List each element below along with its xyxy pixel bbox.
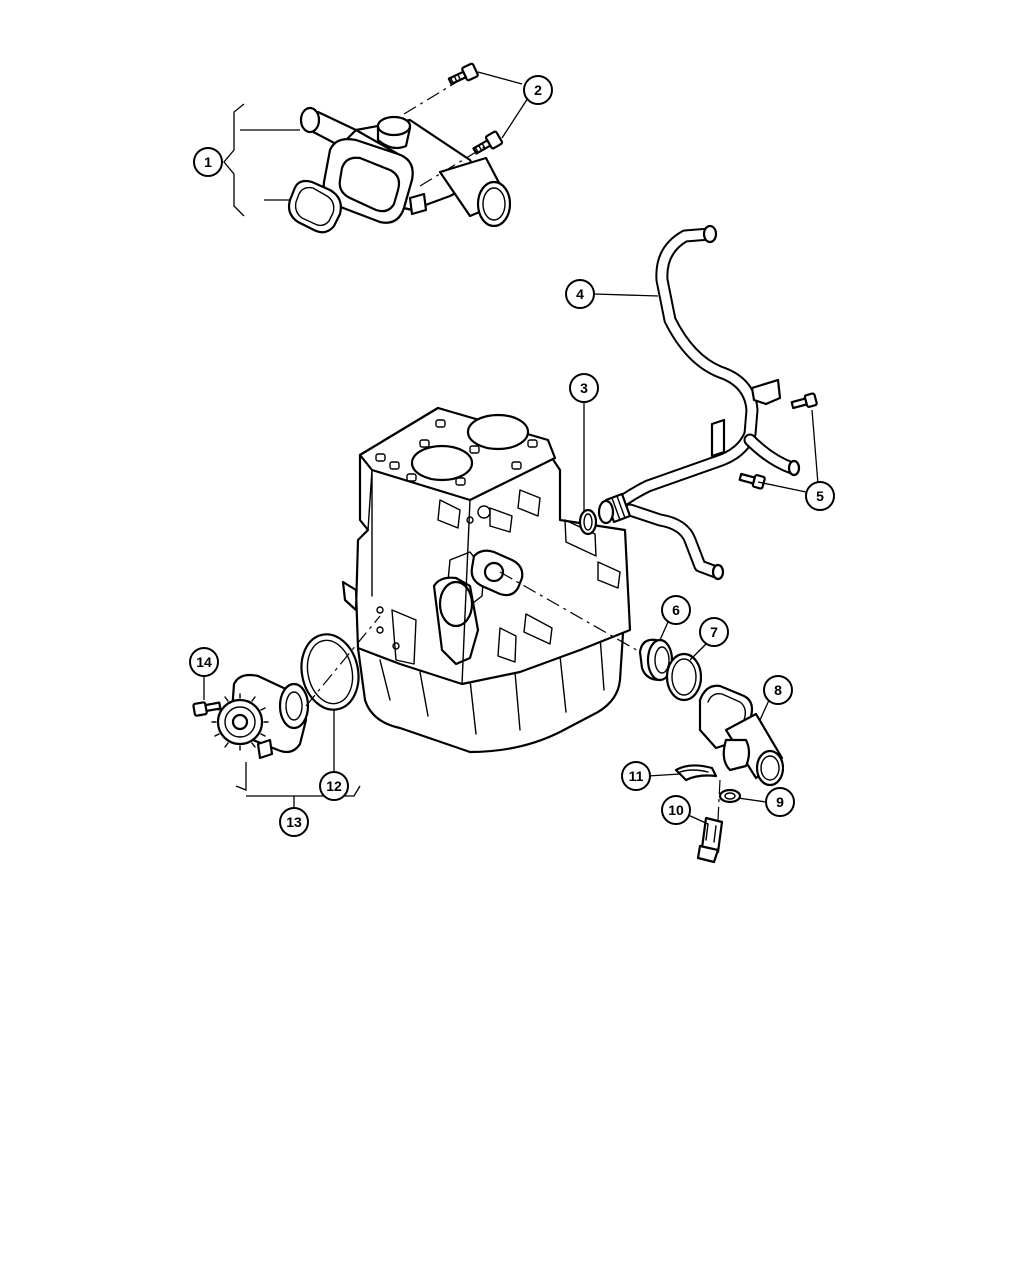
callout-5: 5 [805,481,835,511]
pipe-o-ring [578,508,598,536]
callout-7: 7 [699,617,729,647]
callout-3: 3 [569,373,599,403]
engine-block [341,406,632,754]
callout-6-label: 6 [672,602,680,618]
leader-lines [203,71,819,825]
callout-2-label: 2 [534,82,542,98]
callout-5-label: 5 [816,488,824,504]
temperature-sensor [696,816,724,864]
water-pump [211,673,310,760]
callout-1: 1 [193,147,223,177]
callout-14-label: 14 [196,654,212,670]
callout-13-label: 13 [286,814,302,830]
callout-9: 9 [765,787,795,817]
coolant-pipe [597,224,801,581]
callout-11-label: 11 [629,768,644,784]
callout-13: 13 [279,807,309,837]
callout-11: 11 [621,761,651,791]
callout-4: 4 [565,279,595,309]
callout-14: 14 [189,647,219,677]
callout-9-label: 9 [776,794,784,810]
callout-6: 6 [661,595,691,625]
pump-bolt [192,701,222,717]
thermostat-housing [698,684,785,787]
callout-12: 12 [319,771,349,801]
callout-1-label: 1 [204,154,212,170]
callout-8-label: 8 [774,682,782,698]
flange-bolts [447,62,504,155]
callout-3-label: 3 [580,380,588,396]
callout-4-label: 4 [576,286,584,302]
callout-2: 2 [523,75,553,105]
pump-o-ring [300,633,360,711]
callout-8: 8 [763,675,793,705]
assembly-axes [305,79,721,821]
flange-gasket [287,179,342,234]
callout-7-label: 7 [710,624,718,640]
coolant-flange [299,106,512,228]
callout-10: 10 [661,795,691,825]
sensor-seal [718,788,742,804]
callout-10-label: 10 [668,802,684,818]
retaining-clip [674,764,718,782]
thermostat-gasket [665,652,703,702]
callout-12-label: 12 [326,778,342,794]
